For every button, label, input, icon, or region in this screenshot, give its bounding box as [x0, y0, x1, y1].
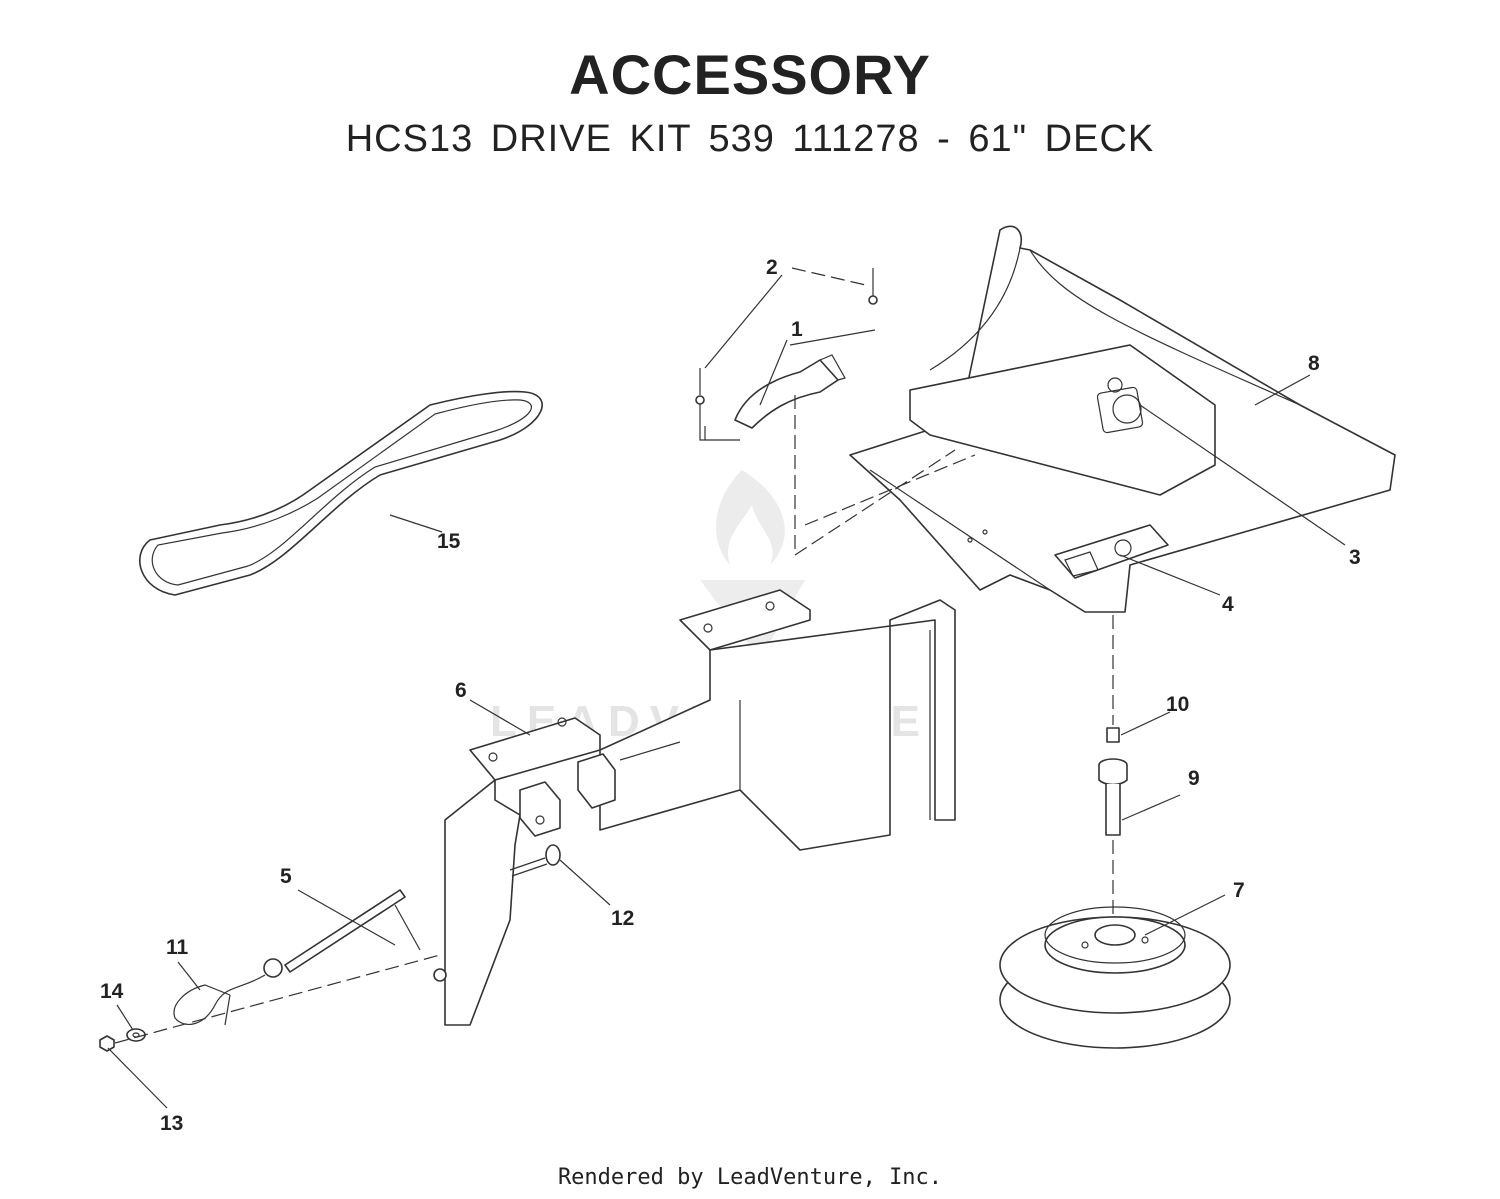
- nut-part[interactable]: [99, 1035, 115, 1052]
- callout-9[interactable]: 9: [1188, 767, 1200, 790]
- callout-15[interactable]: 15: [437, 530, 461, 553]
- deck-cover-part[interactable]: [849, 225, 1396, 613]
- callout-10[interactable]: 10: [1166, 693, 1189, 716]
- spindle-bolt-part[interactable]: [1098, 758, 1128, 836]
- diagram-subtitle: HCS13 DRIVE KIT 539 111278 - 61" DECK: [345, 118, 1155, 160]
- callout-14[interactable]: 14: [100, 980, 124, 1003]
- callout-4[interactable]: 4: [1222, 593, 1234, 616]
- callout-2[interactable]: 2: [766, 256, 778, 279]
- bracket-part[interactable]: [433, 589, 956, 1026]
- belt-part[interactable]: [139, 390, 543, 596]
- decal-part[interactable]: [1054, 524, 1169, 579]
- leader-lines: [107, 274, 1346, 1109]
- callout-13[interactable]: 13: [160, 1112, 183, 1135]
- footer-credit: Rendered by LeadVenture, Inc.: [557, 1165, 943, 1190]
- callout-6[interactable]: 6: [455, 679, 467, 702]
- callout-7[interactable]: 7: [1233, 879, 1245, 902]
- lynch-pin-part[interactable]: [173, 958, 283, 1026]
- bolt-part[interactable]: [509, 844, 561, 877]
- grease-fitting-part[interactable]: [1106, 727, 1120, 743]
- callout-1[interactable]: 1: [791, 318, 803, 341]
- pin-part[interactable]: [695, 268, 878, 441]
- callout-5[interactable]: 5: [280, 865, 292, 888]
- callout-11[interactable]: 11: [166, 936, 189, 959]
- callout-3[interactable]: 3: [1349, 546, 1361, 569]
- callout-8[interactable]: 8: [1308, 352, 1320, 375]
- rod-part[interactable]: [284, 889, 421, 973]
- callout-12[interactable]: 12: [611, 907, 634, 930]
- pulley-part[interactable]: [999, 906, 1231, 1049]
- diagram-title: ACCESSORY: [569, 43, 931, 106]
- latch-part[interactable]: [734, 354, 846, 429]
